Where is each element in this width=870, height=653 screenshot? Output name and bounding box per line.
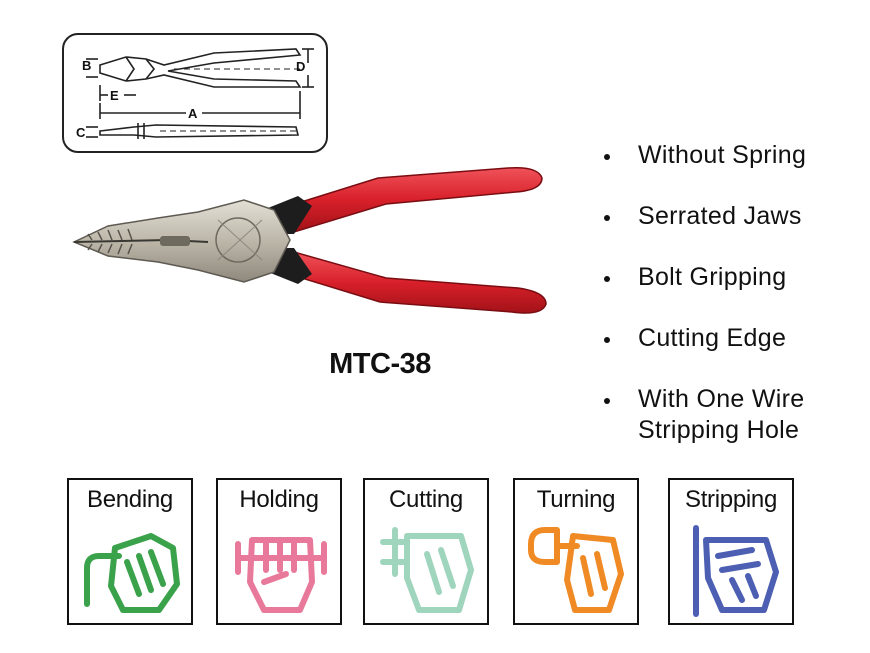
model-number: MTC-38	[329, 348, 431, 380]
pliers-product-image	[72, 166, 547, 314]
dim-label-e: E	[110, 88, 119, 103]
hand-turning-icon	[528, 527, 624, 613]
dimension-diagram: B D E A C	[62, 33, 328, 153]
pliers-outline-drawing	[86, 48, 314, 139]
upper-handle	[280, 166, 543, 233]
use-label: Bending	[87, 486, 173, 513]
use-label: Cutting	[389, 486, 463, 513]
dim-label-c: C	[76, 125, 86, 140]
hand-stripping-icon	[693, 525, 779, 617]
use-label: Turning	[536, 486, 616, 513]
bullet-icon	[604, 337, 610, 343]
feature-item: With One Wire Stripping Hole	[602, 384, 868, 446]
dim-label-d: D	[296, 59, 306, 74]
use-box-holding: Holding	[216, 478, 342, 625]
use-box-turning: Turning	[513, 478, 639, 625]
dim-label-a: A	[188, 106, 198, 121]
dim-label-b: B	[82, 58, 92, 73]
hand-cutting-icon	[380, 527, 474, 613]
feature-item: Bolt Gripping	[602, 262, 786, 293]
use-label: Holding	[239, 486, 319, 513]
bullet-icon	[604, 215, 610, 221]
hand-holding-icon	[235, 537, 327, 613]
use-box-bending: Bending	[67, 478, 193, 625]
bullet-icon	[604, 276, 610, 282]
feature-item: Cutting Edge	[602, 323, 786, 354]
use-box-cutting: Cutting	[363, 478, 489, 625]
feature-item: Without Spring	[602, 140, 806, 171]
use-label: Stripping	[684, 486, 778, 513]
bullet-icon	[604, 398, 610, 404]
bullet-icon	[604, 154, 610, 160]
feature-item: Serrated Jaws	[602, 201, 802, 232]
use-box-stripping: Stripping	[668, 478, 794, 625]
lower-handle	[280, 251, 547, 314]
hand-bending-icon	[84, 533, 180, 613]
